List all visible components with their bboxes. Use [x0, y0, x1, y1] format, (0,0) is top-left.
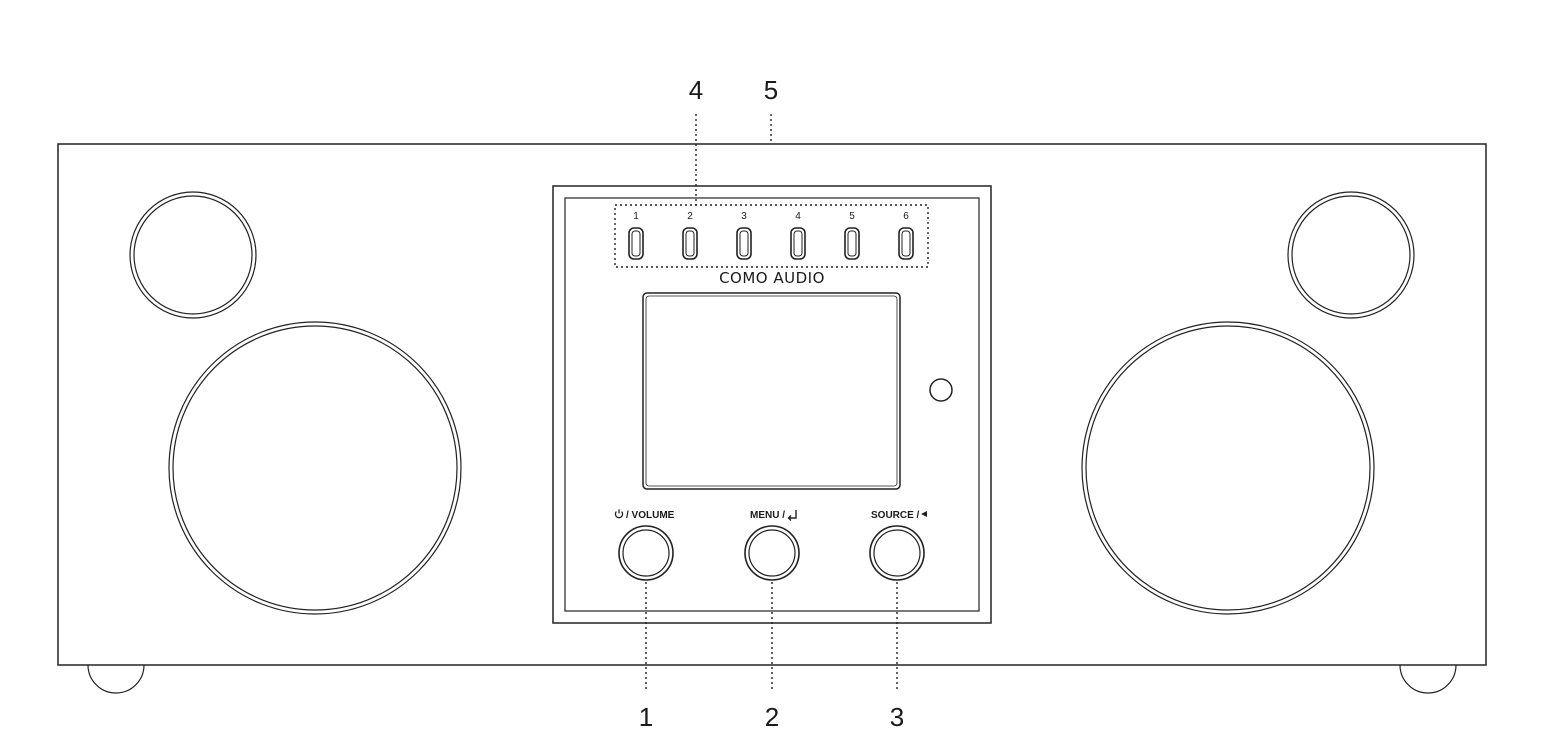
brand-logo-text: COMO AUDIO: [719, 269, 825, 287]
source-label-text: SOURCE /: [871, 510, 920, 521]
volume-knob[interactable]: [618, 525, 674, 581]
callout-2: 2: [765, 702, 779, 732]
preset-button-1[interactable]: [628, 227, 644, 260]
source-label: SOURCE /: [871, 510, 927, 521]
preset-number-row: 1 2 3 4 5 6: [633, 211, 909, 222]
preset-button-3[interactable]: [736, 227, 752, 260]
menu-label-text: MENU /: [750, 510, 785, 521]
enter-icon: [787, 510, 797, 521]
back-icon: [921, 511, 927, 517]
cabinet: [57, 143, 1487, 666]
preset-number-3: 3: [741, 211, 747, 222]
callout-4: 4: [689, 75, 703, 105]
volume-label: / VOLUME: [614, 509, 675, 521]
menu-label: MENU /: [750, 510, 797, 521]
callout-3: 3: [890, 702, 904, 732]
preset-number-1: 1: [633, 211, 639, 222]
menu-knob[interactable]: [744, 525, 800, 581]
power-icon: [614, 509, 624, 519]
tweeter-left: [129, 191, 257, 319]
foot-left: [87, 664, 145, 694]
volume-label-text: / VOLUME: [626, 510, 675, 521]
woofer-left: [168, 321, 462, 615]
preset-number-5: 5: [849, 211, 855, 222]
preset-button-5[interactable]: [844, 227, 860, 260]
preset-number-2: 2: [687, 211, 693, 222]
preset-button-4[interactable]: [790, 227, 806, 260]
preset-number-4: 4: [795, 211, 801, 222]
callout-1: 1: [639, 702, 653, 732]
preset-button-row: [628, 227, 914, 260]
preset-number-6: 6: [903, 211, 909, 222]
preset-button-6[interactable]: [898, 227, 914, 260]
preset-button-2[interactable]: [682, 227, 698, 260]
woofer-right: [1081, 321, 1375, 615]
control-panel-inner: [564, 197, 980, 612]
remote-sensor-icon: [929, 378, 953, 402]
foot-right: [1399, 664, 1457, 694]
tweeter-right: [1287, 191, 1415, 319]
preset-group-outline: [614, 204, 929, 268]
display-screen: [642, 292, 901, 490]
source-knob[interactable]: [869, 525, 925, 581]
callout-5: 5: [764, 75, 778, 105]
